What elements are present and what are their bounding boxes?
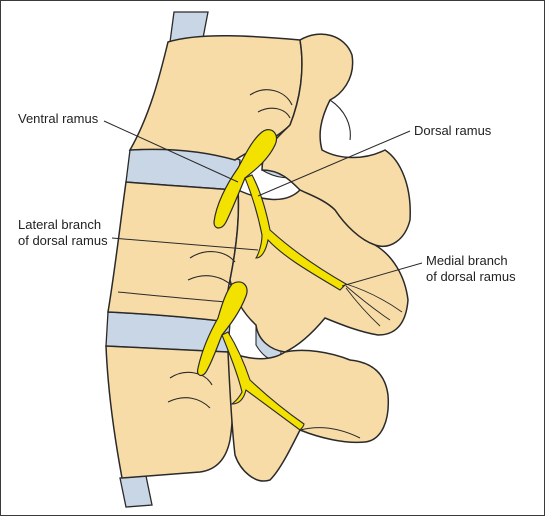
middle-facet-detail	[187, 251, 236, 287]
upper-dorsal-ramus	[244, 174, 347, 291]
leader-ventral-ramus	[103, 120, 239, 183]
label-ventral-ramus: Ventral ramus	[18, 111, 99, 126]
lower-facet-detail	[167, 371, 213, 409]
label-dorsal-ramus: Dorsal ramus	[414, 123, 492, 138]
upper-facet-detail	[249, 89, 293, 119]
lower-posterior-elements	[227, 349, 390, 482]
medial-branch-fibers	[345, 283, 403, 327]
lower-spinal-nerve	[197, 281, 248, 377]
middle-edge-line	[117, 291, 229, 303]
label-lateral-branch: Lateral branch of dorsal ramus	[18, 217, 108, 249]
leader-dorsal-ramus	[257, 130, 411, 197]
lower-dorsal-ramus	[221, 331, 305, 431]
label-lateral-branch-line2: of dorsal ramus	[18, 233, 108, 248]
leader-medial-branch	[341, 262, 423, 287]
label-medial-branch-line1: Medial branch	[426, 253, 508, 268]
leader-lateral-branch	[111, 237, 259, 251]
label-medial-branch: Medial branch of dorsal ramus	[426, 253, 516, 285]
upper-spinal-nerve	[213, 129, 278, 229]
upper-process-detail	[329, 99, 351, 141]
label-lateral-branch-line1: Lateral branch	[18, 217, 102, 232]
lower-vertebral-body	[105, 345, 234, 479]
disc-bottom	[119, 475, 153, 508]
label-medial-branch-line2: of dorsal ramus	[426, 269, 516, 284]
lower-process-detail	[299, 427, 361, 439]
